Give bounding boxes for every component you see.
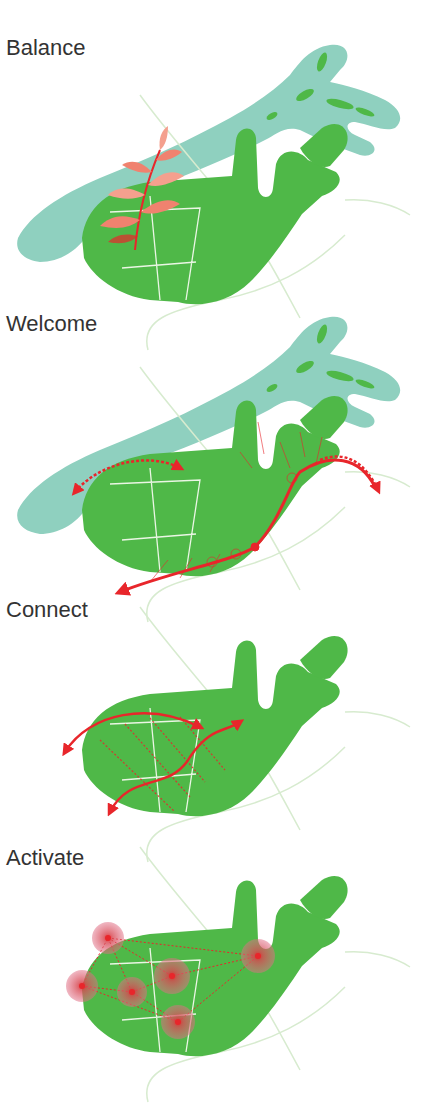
section-label: Activate: [6, 846, 84, 870]
section-label: Balance: [6, 36, 86, 60]
plant-icon: [100, 126, 184, 250]
activate-panel: [66, 847, 410, 1102]
section-label: Welcome: [6, 312, 97, 336]
section-label: Connect: [6, 598, 88, 622]
welcome-panel: [17, 317, 410, 622]
connect-panel: [65, 607, 410, 862]
balance-panel: [17, 45, 410, 350]
